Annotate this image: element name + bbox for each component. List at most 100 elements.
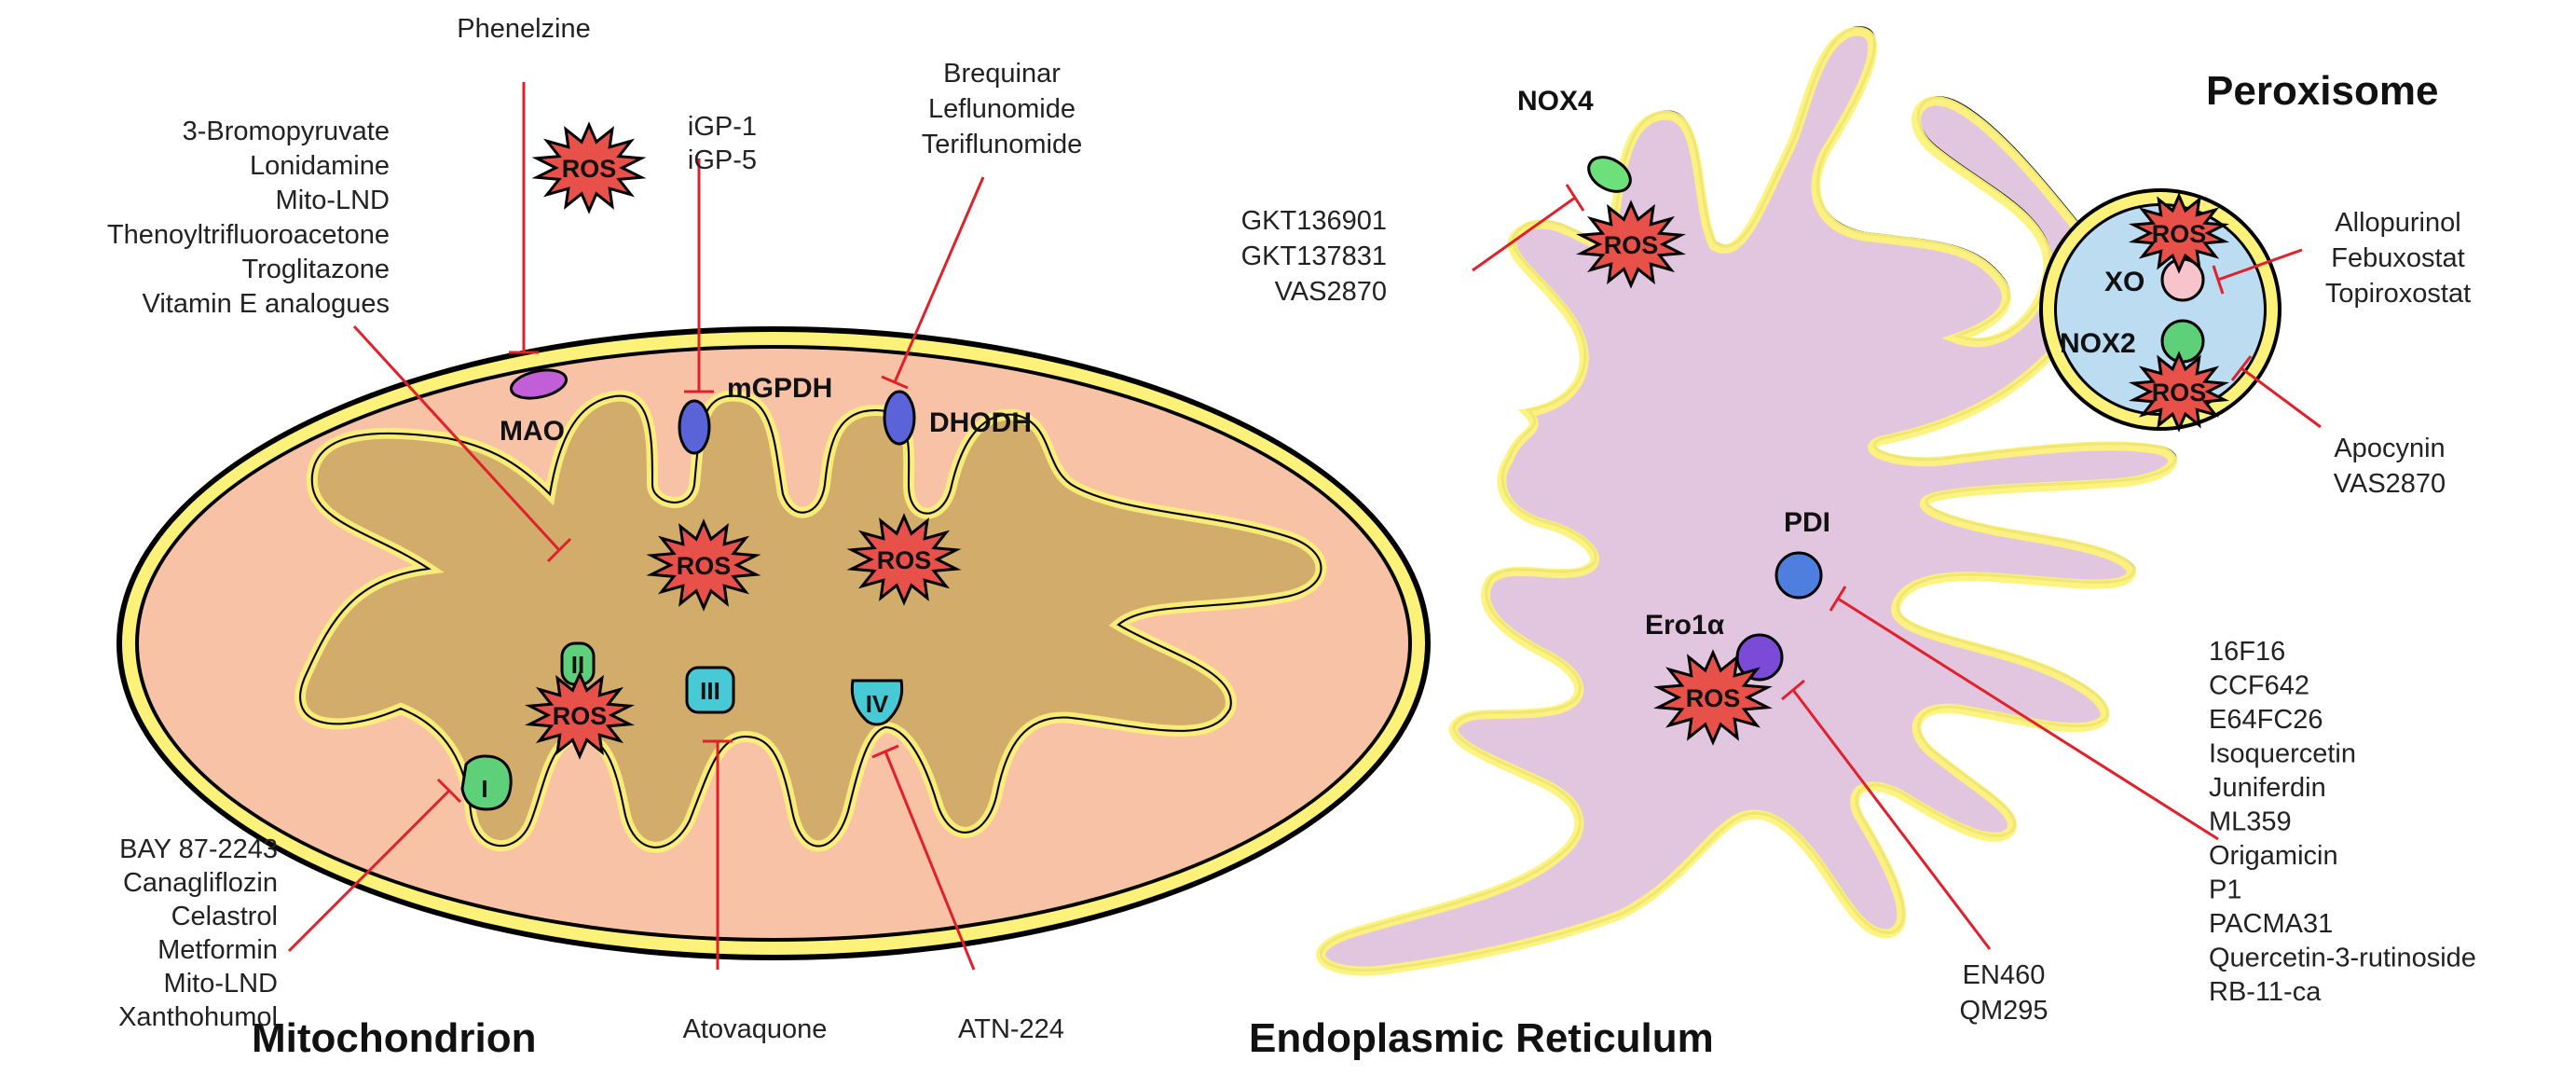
ros-star-shape xyxy=(2128,351,2230,433)
label-mitochondrion: Mitochondrion xyxy=(252,1015,537,1061)
drug-name: Origamicin xyxy=(2209,841,2338,871)
drugs-phenelzine: Phenelzine xyxy=(457,14,591,44)
inhibitor-lines xyxy=(287,82,2322,971)
dhodh-shape xyxy=(883,390,916,446)
ros-label: ROS xyxy=(1604,231,1659,259)
label-nox2: NOX2 xyxy=(2060,328,2136,359)
drug-name: Leflunomide xyxy=(928,94,1076,124)
mitochondrion xyxy=(116,326,1431,960)
ros-burst: ROS xyxy=(646,518,761,612)
ros-burst: ROS xyxy=(846,513,962,606)
label-peroxisome: Peroxisome xyxy=(2206,68,2438,114)
label-ero1a: Ero1α xyxy=(1645,610,1725,641)
drug-name: Thenoyltrifluoroacetone xyxy=(107,220,390,250)
pdi-shape xyxy=(1774,551,1823,600)
drug-name: Juniferdin xyxy=(2209,773,2326,803)
label-pdi: PDI xyxy=(1784,507,1830,538)
drug-name: ML359 xyxy=(2209,807,2292,837)
ros-star-shape xyxy=(525,670,635,760)
drug-name: Quercetin-3-rutinoside xyxy=(2209,944,2476,973)
label-mgpdh: mGPDH xyxy=(727,373,832,404)
label-endoplasmic-reticulum: Endoplasmic Reticulum xyxy=(1249,1015,1714,1061)
drug-name: 16F16 xyxy=(2209,637,2285,667)
er-lumen xyxy=(1319,26,2177,972)
drug-name: GKT136901 xyxy=(1241,206,1387,236)
drug-name: Isoquercetin xyxy=(2209,739,2356,769)
drugs-complex-iii: Atovaquone xyxy=(683,1014,828,1044)
ros-burst: ROS xyxy=(1576,200,1686,289)
nox2-shape xyxy=(2160,319,2205,364)
ros-star-shape xyxy=(531,121,647,214)
ros-star-shape xyxy=(2128,192,2230,274)
complex-iii-shape xyxy=(685,666,735,714)
label-mao: MAO xyxy=(500,416,565,447)
drug-name: Mito-LND xyxy=(164,969,278,999)
ros-burst: ROS xyxy=(2128,192,2230,274)
drug-name: ATN-224 xyxy=(958,1014,1064,1044)
drug-name: PACMA31 xyxy=(2209,909,2333,939)
drug-name: iGP-5 xyxy=(688,145,757,175)
ros-label: ROS xyxy=(877,546,932,574)
drug-name: Topiroxostat xyxy=(2325,279,2471,309)
protein-labels: MAO mGPDH DHODH NOX4 PDI Ero1α XO NOX2 xyxy=(500,86,2144,641)
label-complex-ii: II xyxy=(571,651,584,679)
drug-name: P1 xyxy=(2209,875,2241,905)
ros-label: ROS xyxy=(677,552,732,580)
label-dhodh: DHODH xyxy=(929,407,1032,438)
drug-name: GKT137831 xyxy=(1241,241,1387,271)
endoplasmic-reticulum xyxy=(1316,26,2177,976)
drug-name: 3-Bromopyruvate xyxy=(183,117,390,146)
drugs-complex-iv: ATN-224 xyxy=(958,1014,1064,1044)
drug-name: Phenelzine xyxy=(457,14,591,44)
drug-name: BAY 87-2243 xyxy=(119,834,278,864)
nox4-shape xyxy=(1587,156,1632,193)
ros-star-shape xyxy=(1653,649,1773,746)
drug-name: RB-11-ca xyxy=(2209,977,2322,1007)
mgpdh-shape xyxy=(678,399,711,455)
label-complex-iv: IV xyxy=(866,690,889,718)
ros-burst: ROS xyxy=(531,121,647,214)
ros-label: ROS xyxy=(562,155,617,183)
drug-name: EN460 xyxy=(1963,960,2046,990)
drug-name: iGP-1 xyxy=(688,112,757,142)
ros-burst: ROS xyxy=(2128,351,2230,433)
drug-name: Brequinar xyxy=(943,59,1061,89)
ros-label: ROS xyxy=(553,702,608,730)
organelle-labels: Mitochondrion Endoplasmic Reticulum Pero… xyxy=(252,68,2438,1061)
drug-name: Febuxostat xyxy=(2331,243,2464,273)
drug-name: VAS2870 xyxy=(1275,277,1387,307)
drug-name: E64FC26 xyxy=(2209,705,2323,735)
drug-name: Mito-LND xyxy=(276,186,390,215)
ros-star-shape xyxy=(1576,200,1686,289)
drug-name: Teriflunomide xyxy=(922,130,1082,159)
drug-name: Canagliflozin xyxy=(123,868,278,898)
complex-iv-shape xyxy=(850,679,904,726)
label-xo: XO xyxy=(2104,267,2144,297)
label-complex-iii: III xyxy=(700,677,720,705)
drug-name: Apocynin xyxy=(2334,434,2445,463)
label-complex-i: I xyxy=(481,775,487,803)
drug-name: Atovaquone xyxy=(683,1014,828,1044)
drug-name: Metformin xyxy=(158,935,278,965)
ros-star-shape xyxy=(846,513,962,606)
ros-burst: ROS xyxy=(525,670,635,760)
mao-shape xyxy=(510,368,568,400)
complex-labels: I II III IV xyxy=(481,651,889,803)
drug-name: VAS2870 xyxy=(2334,469,2446,499)
drug-name: Lonidamine xyxy=(250,151,390,181)
ros-label: ROS xyxy=(2152,220,2207,248)
drug-name: Allopurinol xyxy=(2335,208,2460,238)
